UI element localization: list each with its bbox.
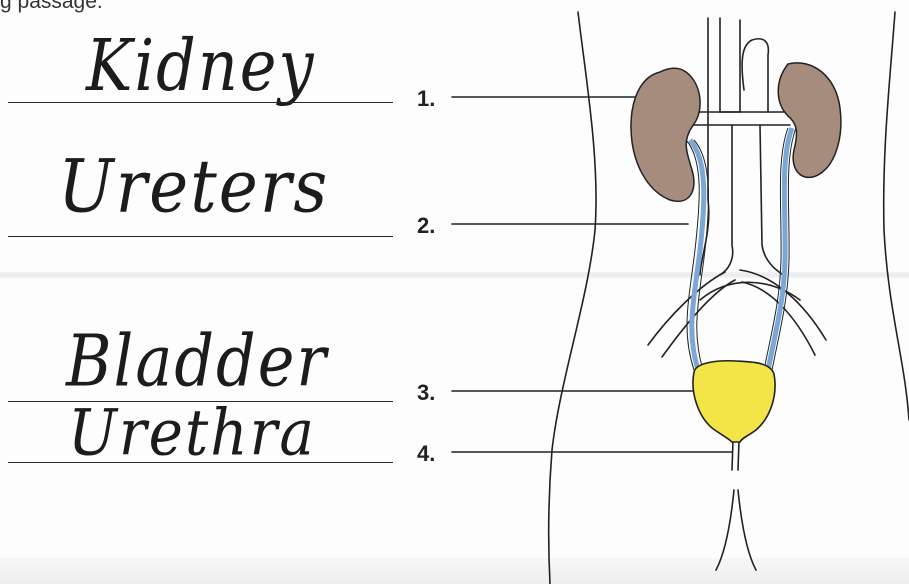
- right-ureter-edge: [764, 128, 796, 370]
- urethra: [732, 440, 739, 470]
- body-outline-right: [884, 12, 909, 420]
- vessel-trunk-left: [720, 125, 733, 275]
- iliac-left-outer: [648, 272, 725, 345]
- aorta-inner: [720, 18, 740, 112]
- bladder: [693, 361, 775, 442]
- iliac-left-inner: [662, 280, 735, 357]
- vena-cava: [742, 39, 768, 112]
- urethra-lower: [716, 490, 756, 570]
- body-outline-left: [549, 12, 596, 584]
- left-kidney: [631, 68, 700, 201]
